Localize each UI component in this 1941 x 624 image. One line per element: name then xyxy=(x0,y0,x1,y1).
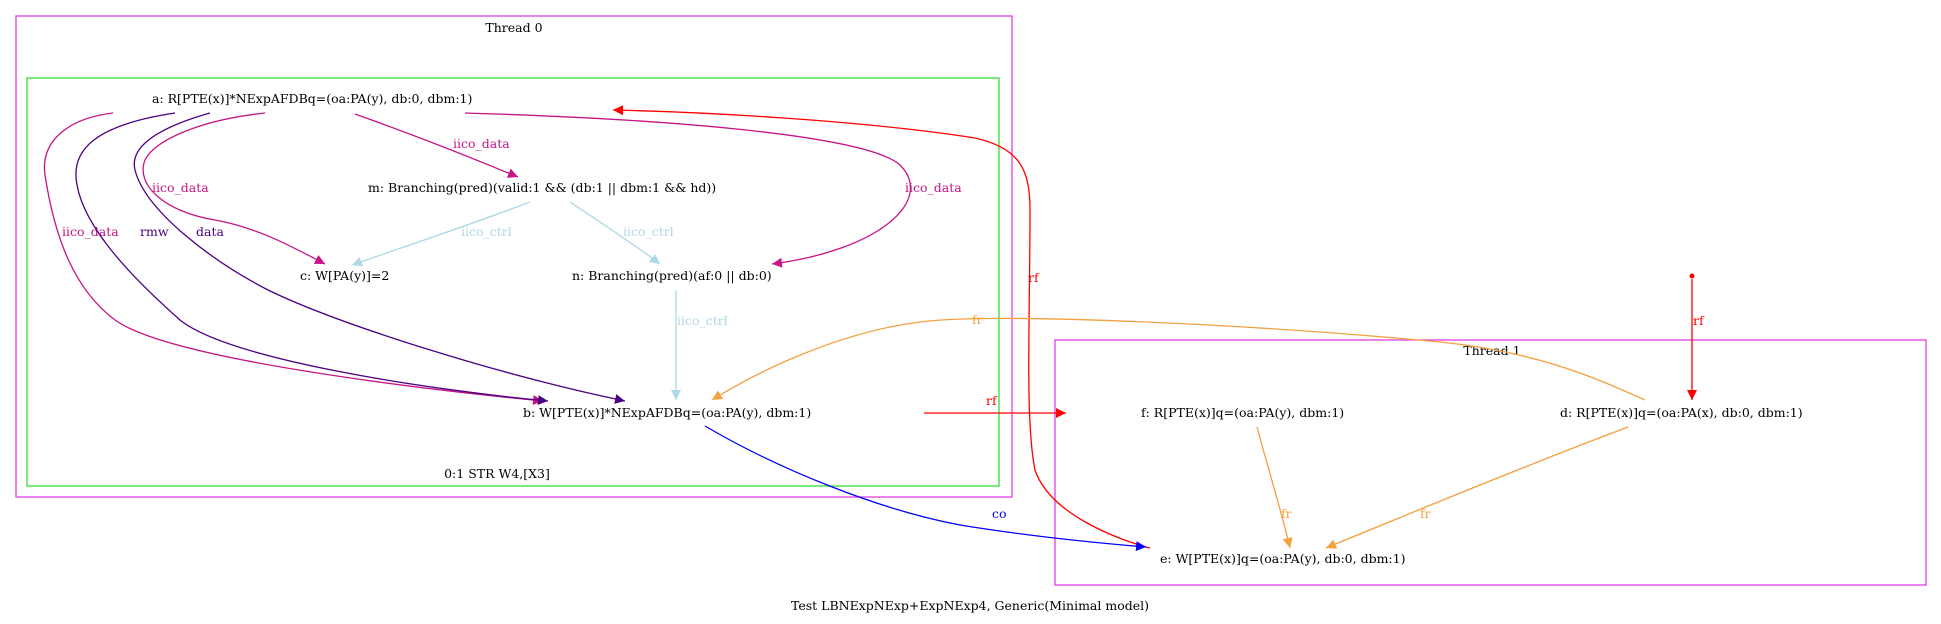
edge-label-a-m: iico_data xyxy=(453,136,510,151)
node-f: f: R[PTE(x)]q=(oa:PA(y), dbm:1) xyxy=(1141,405,1344,420)
node-n: n: Branching(pred)(af:0 || db:0) xyxy=(572,268,772,283)
edge-label-m-c: iico_ctrl xyxy=(461,224,512,239)
edge-b-e: co xyxy=(704,425,1147,552)
edge-a-c: iico_data xyxy=(142,112,326,265)
instr0-label: 0:1 STR W4,[X3] xyxy=(444,466,550,481)
node-b: b: W[PTE(x)]*NExpAFDBq=(oa:PA(y), dbm:1) xyxy=(523,405,811,420)
edge-n-b: iico_ctrl xyxy=(671,290,728,400)
edge-f-e: fr xyxy=(1256,426,1293,549)
edge-label-a-n: iico_data xyxy=(905,180,962,195)
edge-a-n: iico_data xyxy=(464,112,962,268)
edge-label-f-e: fr xyxy=(1281,506,1292,521)
edge-d-e: fr xyxy=(1325,426,1629,549)
edge-d-b: fr xyxy=(711,312,1646,401)
edge-label-m-n: iico_ctrl xyxy=(623,224,674,239)
edge-a-b-iico: iico_data xyxy=(43,112,544,406)
node-d: d: R[PTE(x)]q=(oa:PA(x), db:0, dbm:1) xyxy=(1560,405,1803,420)
initial-state-dot xyxy=(1689,273,1695,279)
edge-label-b-f: rf xyxy=(986,393,998,408)
edge-label-a-b-iico: iico_data xyxy=(62,224,119,239)
edge-b-f: rf xyxy=(924,393,1066,418)
thread0-box xyxy=(15,15,1013,498)
edge-e-a: rf xyxy=(612,105,1151,549)
edge-label-init-d: rf xyxy=(1693,313,1705,328)
instr0-box xyxy=(26,77,1000,487)
edge-m-n: iico_ctrl xyxy=(569,201,674,265)
node-a: a: R[PTE(x)]*NExpAFDBq=(oa:PA(y), db:0, … xyxy=(152,91,472,106)
edge-a-m: iico_data xyxy=(354,113,519,178)
edge-label-a-c: iico_data xyxy=(152,180,209,195)
edge-label-e-a: rf xyxy=(1028,270,1040,285)
edge-label-a-b-rmw: rmw xyxy=(140,224,169,239)
node-m: m: Branching(pred)(valid:1 && (db:1 || d… xyxy=(368,180,716,195)
diagram-title: Test LBNExpNExp+ExpNExp4, Generic(Minima… xyxy=(791,598,1149,613)
thread1-box xyxy=(1054,339,1927,586)
edge-label-a-b-data: data xyxy=(196,224,224,239)
node-c: c: W[PA(y)]=2 xyxy=(300,268,389,283)
edge-a-b-data: data xyxy=(133,112,626,404)
edge-a-b-rmw: rmw xyxy=(75,112,549,406)
edge-label-b-e: co xyxy=(992,506,1007,521)
edge-label-n-b: iico_ctrl xyxy=(677,313,728,328)
edge-m-c: iico_ctrl xyxy=(351,201,531,267)
thread0-label: Thread 0 xyxy=(485,20,542,35)
edge-label-d-e: fr xyxy=(1420,506,1431,521)
edge-label-d-b: fr xyxy=(972,312,983,327)
edge-init-d: rf xyxy=(1687,273,1705,400)
node-e: e: W[PTE(x)]q=(oa:PA(y), db:0, dbm:1) xyxy=(1160,551,1405,566)
thread1-label: Thread 1 xyxy=(1463,343,1520,358)
